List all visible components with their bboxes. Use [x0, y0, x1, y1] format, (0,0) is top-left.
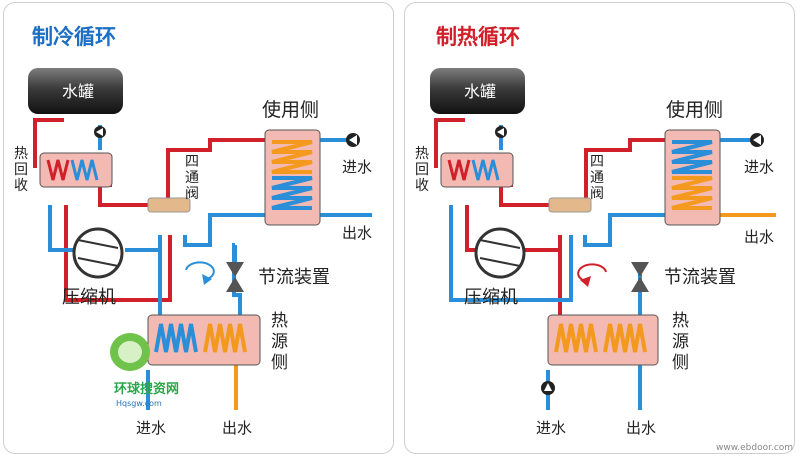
cooling-bottom-out: 出水: [222, 419, 252, 437]
cooling-water-out: 出水: [342, 224, 372, 242]
svg-text:回: 回: [14, 162, 28, 178]
heating-four-way-valve: [548, 197, 592, 213]
heating-use-side-label: 使用侧: [666, 99, 723, 121]
cooling-four-way-valve: [147, 197, 191, 213]
heating-compressor-label: 压缩机: [464, 287, 518, 308]
svg-text:通: 通: [185, 170, 199, 186]
cooling-compressor: [72, 227, 124, 279]
watermark-logo: 环球搜资网 Hqsgw.com: [110, 333, 179, 408]
heating-valve-label: 四 通 阀: [590, 154, 604, 202]
cooling-use-side-label: 使用侧: [262, 99, 319, 121]
cooling-bottom-in: 进水: [136, 419, 166, 437]
heating-tank-label: 水罐: [464, 82, 496, 101]
cooling-throttle-label: 节流装置: [258, 267, 330, 288]
svg-text:通: 通: [590, 170, 604, 186]
heating-flow-arrow: [577, 263, 607, 283]
watermark-brand: 环球搜资网: [114, 381, 179, 397]
cooling-flow-arrow: [185, 261, 215, 281]
heating-bottom-in: 进水: [536, 419, 566, 437]
svg-text:侧: 侧: [672, 353, 689, 373]
heating-water-in: 进水: [744, 158, 774, 176]
svg-text:热: 热: [415, 146, 429, 162]
heating-tank: [430, 68, 525, 114]
heating-diagram: 制热循环 水罐 热 回 收: [415, 25, 776, 437]
cooling-throttle-valve: [226, 262, 244, 277]
svg-text:阀: 阀: [185, 186, 199, 202]
heating-title: 制热循环: [436, 25, 520, 49]
heating-heat-recovery-label: 热 回 收: [415, 146, 429, 194]
heating-bottom-out: 出水: [626, 419, 656, 437]
svg-text:热: 热: [672, 311, 689, 331]
svg-text:热: 热: [14, 146, 28, 162]
heating-throttle-valve: [631, 262, 649, 277]
svg-text:收: 收: [14, 178, 28, 194]
svg-text:源: 源: [271, 332, 288, 352]
svg-text:阀: 阀: [590, 186, 604, 202]
cooling-title: 制冷循环: [32, 25, 116, 49]
footer-url: www.ebdoor.com: [716, 443, 793, 453]
svg-text:四: 四: [185, 154, 199, 170]
cooling-tank-label: 水罐: [62, 82, 94, 101]
watermark-domain: Hqsgw.com: [116, 399, 162, 408]
svg-text:热: 热: [271, 311, 288, 331]
svg-text:源: 源: [672, 332, 689, 352]
cooling-water-in: 进水: [342, 158, 372, 176]
heating-compressor: [474, 227, 526, 279]
heating-heat-source-label: 热 源 侧: [672, 311, 689, 373]
svg-text:回: 回: [415, 162, 429, 178]
svg-text:四: 四: [590, 154, 604, 170]
heating-water-out: 出水: [744, 228, 774, 246]
heating-throttle-label: 节流装置: [664, 267, 736, 288]
cooling-compressor-label: 压缩机: [62, 287, 116, 308]
cooling-tank: [28, 68, 123, 114]
cooling-diagram: 制冷循环 水罐: [14, 25, 372, 437]
svg-text:收: 收: [415, 178, 429, 194]
cooling-heat-source-label: 热 源 侧: [271, 311, 288, 373]
cooling-heat-recovery-label: 热 回 收: [14, 146, 28, 194]
cooling-valve-label: 四 通 阀: [185, 154, 199, 202]
svg-text:侧: 侧: [271, 353, 288, 373]
